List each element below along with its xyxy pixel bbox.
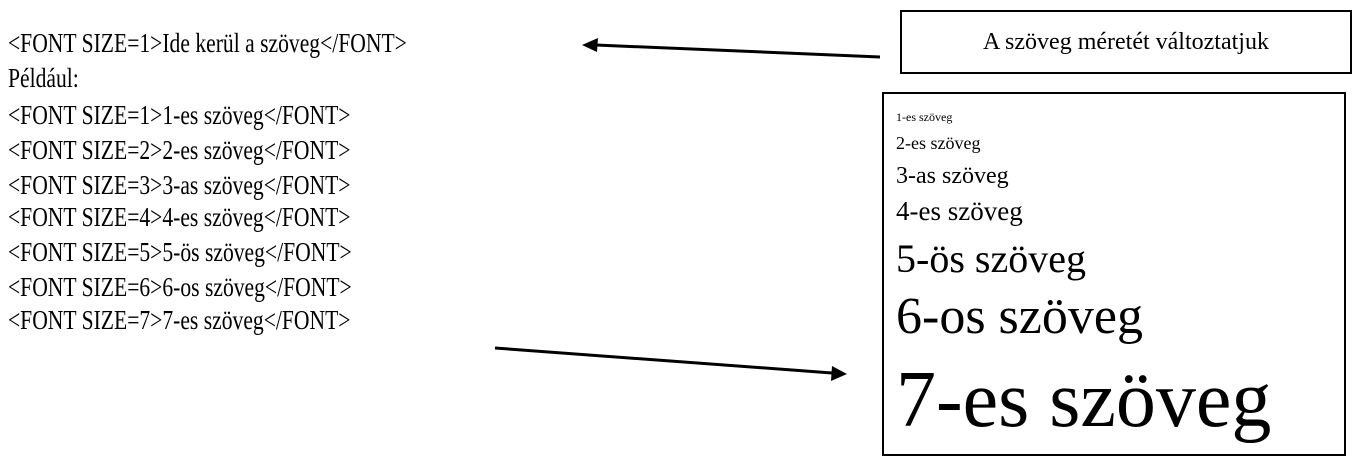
code-line: <FONT SIZE=4>4-es szöveg</FONT> bbox=[8, 202, 351, 232]
arrow-to-code-icon bbox=[582, 38, 881, 59]
sample-size-3: 3-as szöveg bbox=[896, 163, 1009, 189]
sample-size-6: 6-os szöveg bbox=[896, 288, 1143, 345]
code-line: <FONT SIZE=6>6-os szöveg</FONT> bbox=[8, 272, 352, 302]
code-line: <FONT SIZE=1>Ide kerül a szöveg</FONT> bbox=[8, 28, 407, 58]
code-line: <FONT SIZE=7>7-es szöveg</FONT> bbox=[8, 305, 351, 335]
code-line: <FONT SIZE=3>3-as szöveg</FONT> bbox=[8, 170, 351, 200]
code-line: <FONT SIZE=5>5-ös szöveg</FONT> bbox=[8, 237, 352, 267]
sample-size-1: 1-es szöveg bbox=[896, 110, 953, 124]
sample-size-4: 4-es szöveg bbox=[896, 196, 1023, 226]
font-size-demo-box: 1-es szöveg 2-es szöveg 3-as szöveg 4-es… bbox=[882, 92, 1346, 456]
code-line: Például: bbox=[8, 63, 79, 93]
arrow-to-demo-icon bbox=[494, 346, 847, 381]
sample-size-2: 2-es szöveg bbox=[896, 133, 981, 153]
callout-box: A szöveg méretét változtatjuk bbox=[900, 10, 1352, 74]
code-line: <FONT SIZE=2>2-es szöveg</FONT> bbox=[8, 135, 351, 165]
callout-text: A szöveg méretét változtatjuk bbox=[983, 28, 1269, 55]
code-line: <FONT SIZE=1>1-es szöveg</FONT> bbox=[8, 100, 351, 130]
sample-size-5: 5-ös szöveg bbox=[896, 236, 1086, 281]
sample-size-7: 7-es szöveg bbox=[896, 356, 1272, 444]
